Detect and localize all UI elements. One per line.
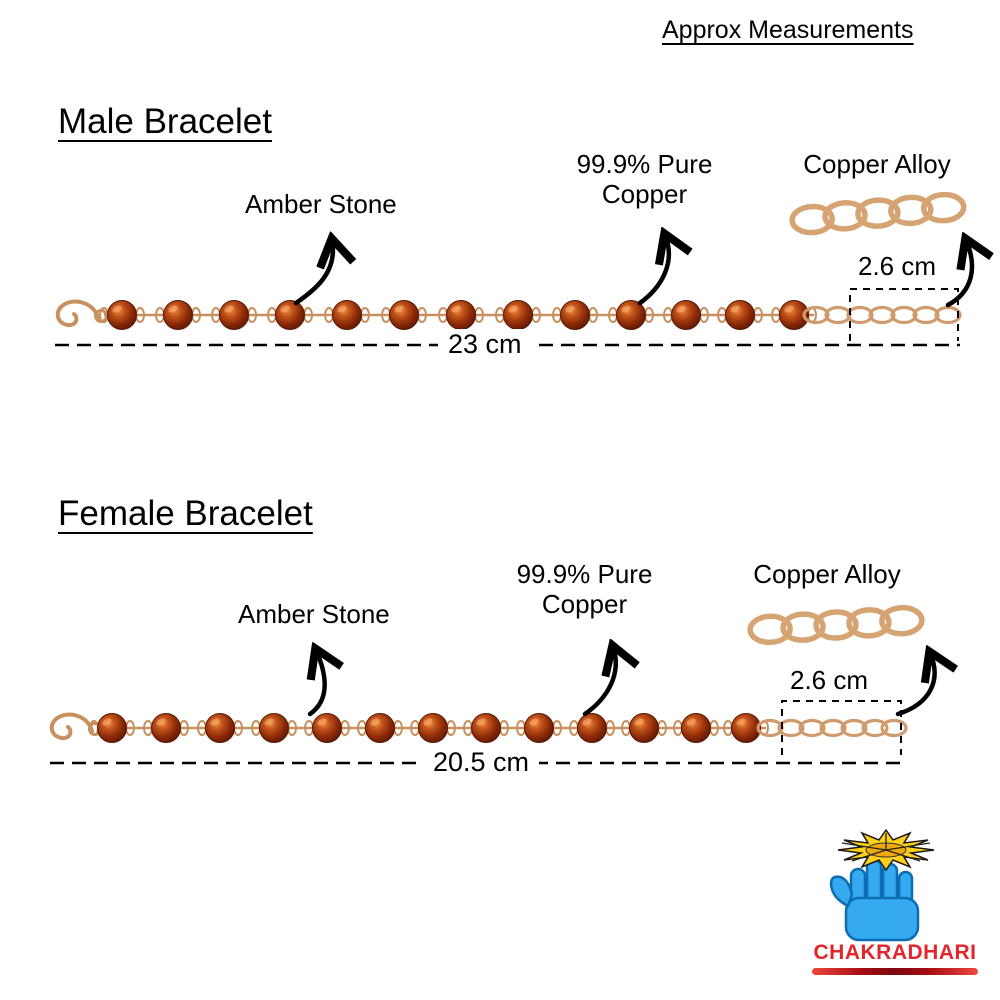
page-title: Approx Measurements [662,16,914,44]
female-amber-arrow-icon [310,650,325,717]
male-section-title: Male Bracelet [58,102,272,141]
brand-logo-graphic [829,828,935,942]
male-copper-alloy-label: Copper Alloy [803,149,951,179]
brand-underline-bar [812,968,978,975]
male-alloy-arrow-icon [945,240,972,308]
female-bracelet-graphic [49,712,908,744]
male-extension-measure-box [849,288,959,341]
female-pure-copper-label: 99.9% Pure Copper [516,559,653,619]
female-amber-stone-label: Amber Stone [238,599,390,629]
male-extension-length-label: 2.6 cm [858,251,937,281]
brand-name: CHAKRADHARI [813,941,977,964]
female-total-length-label: 20.5 cm [423,747,540,778]
female-extension-chain [756,718,908,738]
male-total-length-label: 23 cm [438,329,532,360]
chakra-icon [837,828,935,872]
female-copper-arrow-icon [582,647,616,717]
female-copper-alloy-label: Copper Alloy [753,559,901,589]
male-amber-arrow-icon [293,240,333,306]
male-amber-stone-label: Amber Stone [245,189,397,219]
male-pure-copper-label: 99.9% Pure Copper [576,149,713,209]
hand-icon [829,858,920,942]
male-extension-chain [802,305,962,325]
female-section-title: Female Bracelet [58,494,313,533]
female-alloy-arrow-icon [895,653,935,717]
male-bracelet-graphic [55,299,962,331]
female-extension-measure-box [781,700,902,755]
female-extension-length-label: 2.6 cm [790,665,869,695]
male-chain-inset [791,194,964,234]
male-copper-arrow-icon [637,235,669,306]
female-chain-inset [750,607,923,643]
